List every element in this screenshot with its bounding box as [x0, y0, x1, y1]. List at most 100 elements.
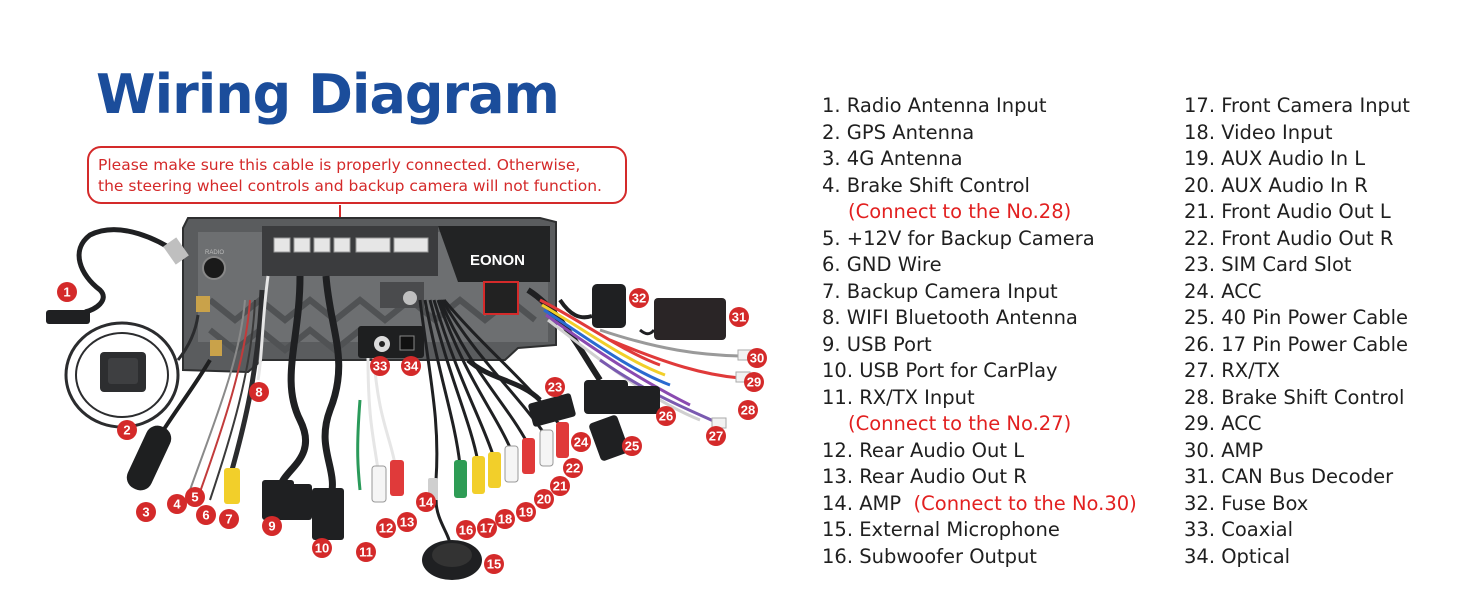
- callout-badge: [196, 505, 216, 525]
- callout-badge: [656, 406, 676, 426]
- callout-badge: [57, 282, 77, 302]
- callout-badge: [370, 356, 390, 376]
- callout-number: 5: [191, 490, 198, 505]
- callout-badge: [185, 487, 205, 507]
- usb-cables: [276, 275, 343, 502]
- callout-18: 18: [495, 509, 515, 529]
- callout-badge: [136, 502, 156, 522]
- legend-item: 4. Brake Shift Control: [822, 173, 1030, 197]
- callout-number: 1: [63, 285, 70, 300]
- callout-4: 4: [167, 494, 187, 514]
- legend-item: 5. +12V for Backup Camera: [822, 226, 1095, 250]
- legend-item: 25. 40 Pin Power Cable: [1184, 306, 1409, 329]
- page-title: Wiring Diagram: [96, 63, 560, 126]
- callout-number: 32: [632, 291, 646, 306]
- brand-logo: EONON: [470, 252, 525, 269]
- 4g-antenna: [126, 358, 212, 491]
- callout-number: 18: [498, 512, 512, 527]
- callout-badge: [416, 492, 436, 512]
- callout-number: 20: [537, 492, 551, 507]
- wiring-diagram: EONON RADIO: [46, 205, 767, 580]
- callout-number: 19: [519, 505, 533, 520]
- power-harness: [526, 287, 741, 426]
- callout-badge: [563, 458, 583, 478]
- legend-item: 22. Front Audio Out R: [1184, 226, 1394, 250]
- sim-slot: [466, 358, 576, 427]
- legend-item: 15. External Microphone: [822, 518, 1060, 541]
- callout-34: 34: [401, 356, 421, 376]
- callout-badge: [117, 420, 137, 440]
- callout-number: 33: [373, 359, 387, 374]
- wire-fan: [418, 299, 564, 481]
- legend-item: 12. Rear Audio Out L: [822, 438, 1025, 462]
- callout-2: 2: [117, 420, 137, 440]
- legend-item: 32. Fuse Box: [1184, 491, 1309, 515]
- callout-number: 15: [487, 557, 501, 572]
- callout-number: 17: [480, 521, 494, 536]
- callout-26: 26: [656, 406, 676, 426]
- callout-badge: [477, 518, 497, 538]
- callout-number: 30: [750, 351, 764, 366]
- callout-badge: [397, 512, 417, 532]
- callout-10: 10: [312, 538, 332, 558]
- callout-number: 22: [566, 461, 580, 476]
- coaxial-optical-box: [358, 326, 424, 358]
- legend-item: 26. 17 Pin Power Cable: [1184, 332, 1409, 356]
- notice-box: Please make sure this cable is properly …: [87, 146, 627, 204]
- callout-25: 25: [622, 436, 642, 456]
- external-microphone: [422, 499, 482, 580]
- callout-number: 7: [225, 512, 232, 527]
- callout-1: 1: [57, 282, 77, 302]
- legend-item: (Connect to the No.27): [848, 412, 1072, 435]
- callout-badge: [401, 356, 421, 376]
- callout-8: 8: [249, 382, 269, 402]
- callout-badge: [744, 372, 764, 392]
- callout-6: 6: [196, 505, 216, 525]
- legend-item: 1. Radio Antenna Input: [822, 94, 1047, 117]
- callout-number: 28: [741, 403, 755, 418]
- callout-number: 10: [315, 541, 329, 556]
- legend-item: 6. GND Wire: [822, 253, 942, 276]
- callout-badge: [262, 516, 282, 536]
- fuse-box: [558, 284, 626, 328]
- callout-11: 11: [356, 542, 376, 562]
- legend-item: 24. ACC: [1184, 279, 1262, 303]
- callout-badge: [571, 432, 591, 452]
- callout-number: 21: [553, 479, 567, 494]
- callout-number: 13: [400, 515, 414, 530]
- canbus-decoder: [654, 298, 726, 340]
- callout-badge: [167, 494, 187, 514]
- callout-13: 13: [397, 512, 417, 532]
- callout-22: 22: [563, 458, 583, 478]
- callout-badge: [456, 520, 476, 540]
- callout-28: 28: [738, 400, 758, 420]
- callout-15: 15: [484, 554, 504, 574]
- legend-note: (Connect to the No.30): [901, 491, 1137, 515]
- legend-item: 7. Backup Camera Input: [822, 279, 1058, 303]
- legend-item: 20. AUX Audio In R: [1184, 173, 1368, 197]
- legend-item: 16. Subwoofer Output: [822, 544, 1037, 568]
- callout-7: 7: [219, 509, 239, 529]
- legend-item: 21. Front Audio Out L: [1184, 200, 1391, 223]
- callout-number: 25: [625, 439, 639, 454]
- callout-badge: [550, 476, 570, 496]
- legend-item: 11. RX/TX Input: [822, 385, 975, 409]
- callout-badge: [495, 509, 515, 529]
- callout-3: 3: [136, 502, 156, 522]
- legend-item: 29. ACC: [1184, 412, 1262, 435]
- callout-29: 29: [744, 372, 764, 392]
- callout-badge: [312, 538, 332, 558]
- callout-badge: [622, 436, 642, 456]
- callout-number: 23: [548, 380, 562, 395]
- radio-antenna-cable: [76, 227, 182, 315]
- callout-number: 29: [747, 375, 761, 390]
- callout-number: 16: [459, 523, 473, 538]
- legend-item: 2. GPS Antenna: [822, 120, 975, 144]
- callout-23: 23: [545, 377, 565, 397]
- callout-number: 12: [379, 521, 393, 536]
- callout-number: 9: [268, 519, 275, 534]
- callout-number: 6: [202, 508, 209, 523]
